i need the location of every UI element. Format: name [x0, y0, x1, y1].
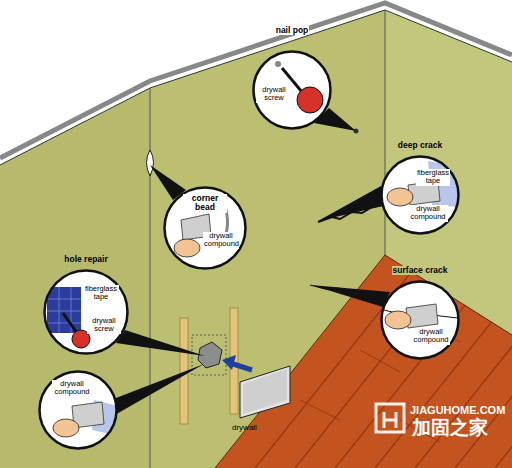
- magnifier-callout: nail popdrywall screw: [252, 50, 332, 130]
- callout-circle: [380, 155, 460, 235]
- callout-circle: [380, 280, 460, 360]
- floor: [215, 255, 512, 468]
- watermark: JIAGUHOME.COM: [410, 404, 505, 416]
- magnifier-callout: surface crackdrywall compound: [380, 280, 460, 360]
- part-label: drywall compound: [203, 232, 239, 249]
- part-label: drywall compound: [408, 205, 448, 222]
- studs: [180, 308, 238, 424]
- insert-arrow: [222, 355, 252, 370]
- part-label: drywall compound: [412, 328, 450, 345]
- drywall-patch: [240, 366, 290, 418]
- cut-outline: [192, 335, 226, 375]
- callout-circle: [43, 269, 129, 355]
- callout-heading: corner bead: [183, 194, 227, 213]
- callout-heading: surface crack: [392, 266, 449, 275]
- part-label: drywall: [232, 424, 257, 433]
- magnifier-callout: drywall compound: [38, 370, 118, 450]
- corner-crack: [147, 150, 154, 176]
- magnifier-callout: hole repairfiberglass tapedrywall screw: [43, 269, 129, 355]
- part-label: fiberglass tape: [83, 285, 119, 302]
- watermark: 加固之家: [412, 418, 488, 439]
- watermark-logo: [376, 404, 404, 432]
- callout-wedges: [113, 108, 390, 416]
- callout-heading: nail pop: [275, 26, 310, 35]
- part-label: drywall compound: [52, 380, 92, 397]
- wall-edges: [0, 3, 512, 468]
- part-label: drywall screw: [256, 86, 292, 103]
- drywall-patch-face: [243, 369, 287, 414]
- callout-heading: deep crack: [397, 141, 443, 150]
- callout-heading: hole repair: [63, 255, 108, 264]
- part-label: fiberglass tape: [416, 169, 450, 186]
- floor-planks: [255, 255, 512, 468]
- magnifier-callout: deep crackfiberglass tapedrywall compoun…: [380, 155, 460, 235]
- magnifier-callout: corner bead drywall compound: [163, 186, 247, 270]
- part-label: drywall screw: [87, 317, 121, 334]
